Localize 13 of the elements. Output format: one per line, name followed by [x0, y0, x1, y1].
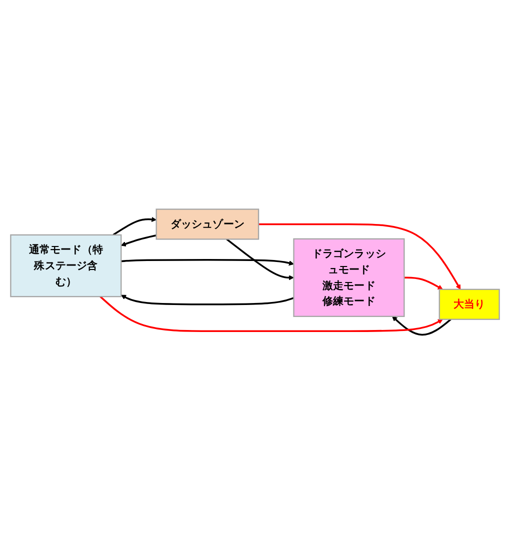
arrow: [100, 296, 443, 332]
mode-box: 通常モード（特殊ステージ含む）: [10, 234, 122, 298]
arrow: [112, 216, 157, 236]
arrow: [404, 276, 443, 290]
arrow: [226, 238, 294, 280]
arrow: [120, 234, 157, 246]
arrow: [392, 316, 452, 336]
mode-box: ドラゴンラッシュモード 激走モード 修練モード: [293, 238, 405, 317]
mode-box: 大当り: [438, 288, 500, 320]
mode-box: ダッシュゾーン: [156, 208, 260, 240]
arrow: [258, 223, 461, 290]
arrow: [120, 294, 294, 306]
arrow: [121, 259, 294, 266]
